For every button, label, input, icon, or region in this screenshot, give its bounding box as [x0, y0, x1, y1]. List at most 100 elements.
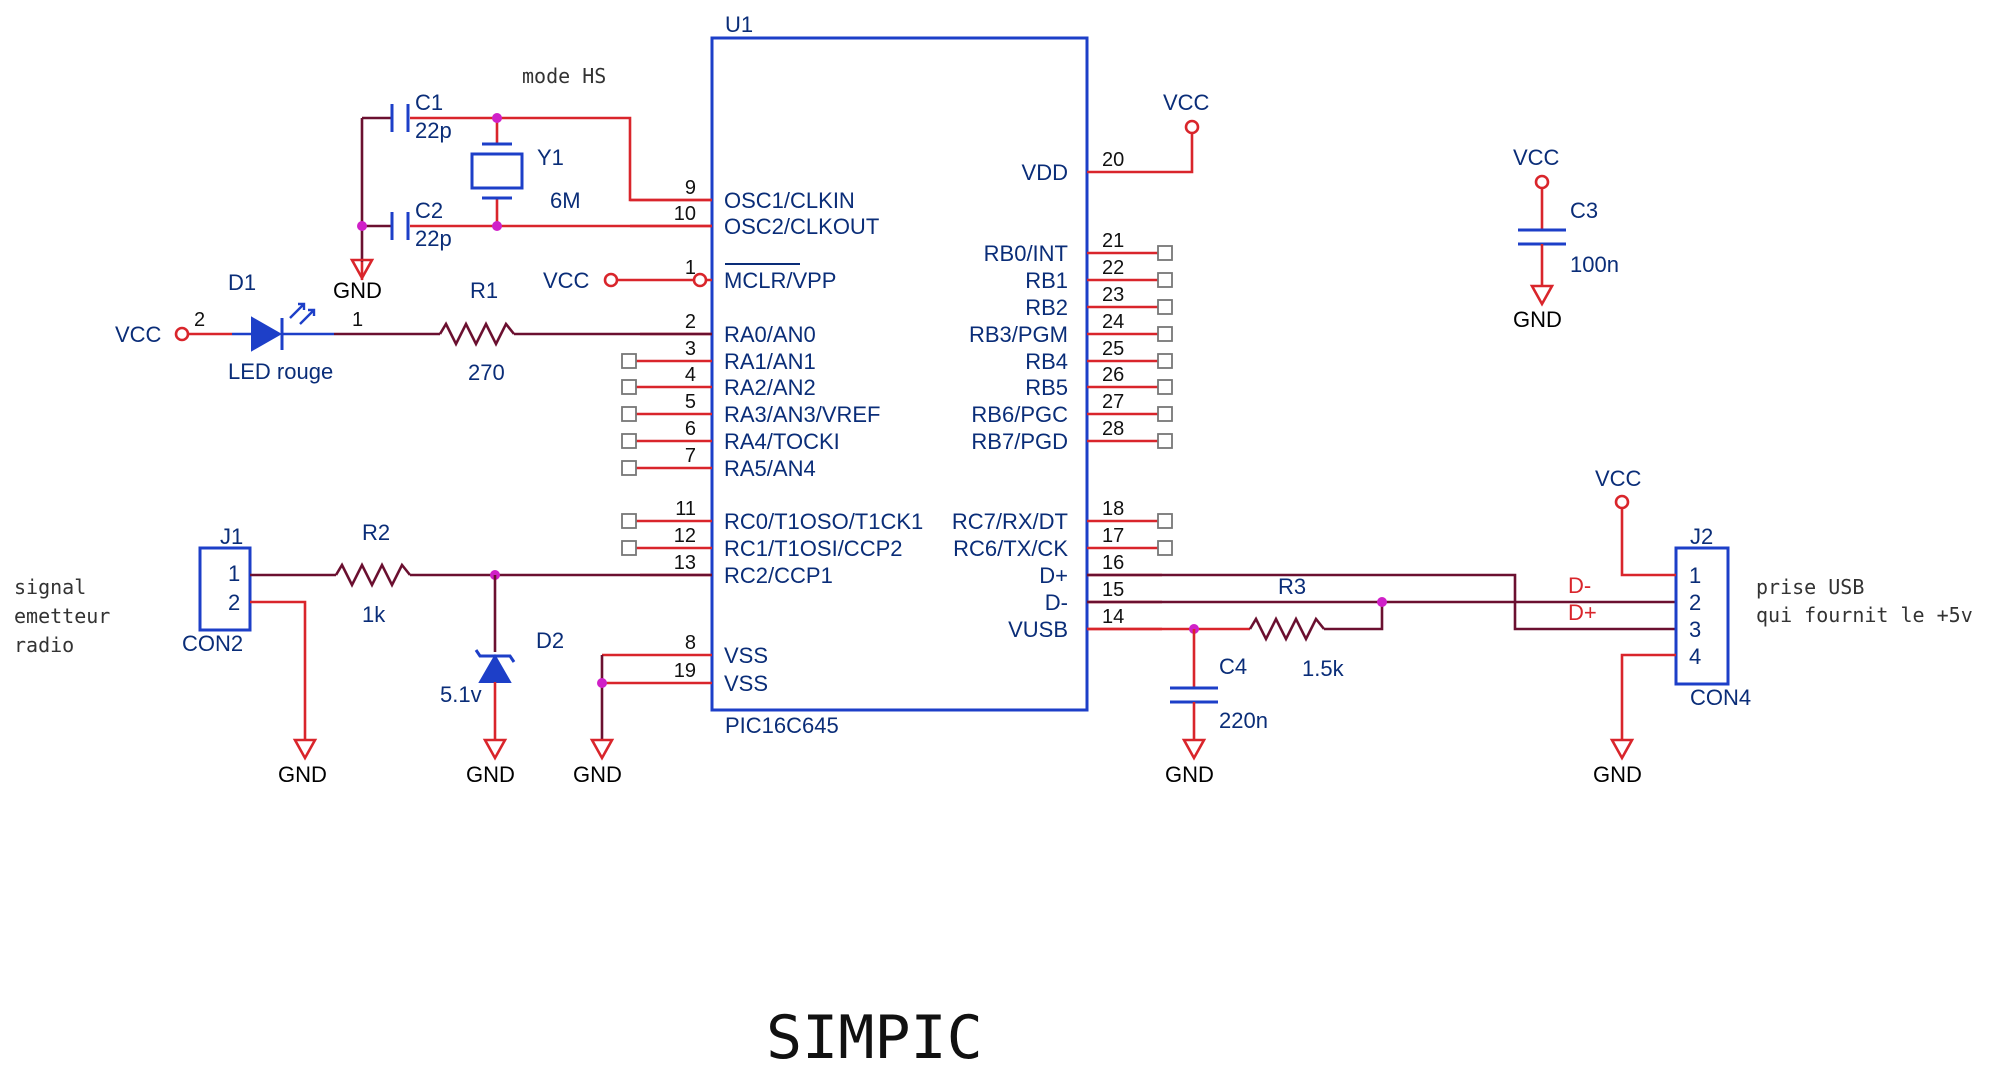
r1-value: 270 [468, 360, 505, 385]
dplus-netlabel: D+ [1568, 600, 1597, 625]
unconnected-pin-marker [621, 379, 637, 395]
vss-section: GND [573, 655, 622, 787]
c4-ref: C4 [1219, 654, 1247, 679]
pin-number: 28 [1102, 418, 1124, 440]
pin-number: 11 [675, 498, 696, 520]
r1-zigzag [438, 321, 516, 347]
j2-pin3: 3 [1689, 617, 1701, 642]
pin-number: 4 [685, 364, 696, 386]
r3-right-wire [1324, 602, 1384, 631]
input-section: signal emetteur radio J1 1 2 CON2 R2 1k … [14, 520, 712, 787]
pin-name: RB1 [1025, 268, 1068, 293]
pin-name: RC0/T1OSO/T1CK1 [724, 509, 923, 534]
pin-name: RB4 [1025, 349, 1068, 374]
d1-ref: D1 [228, 270, 256, 295]
unconnected-pin-marker [1157, 540, 1173, 556]
unconnected-pin-marker [1157, 245, 1173, 261]
j2-type: CON4 [1690, 685, 1751, 710]
c2-ref: C2 [415, 198, 443, 223]
c1-ref: C1 [415, 90, 443, 115]
j1-body [198, 546, 252, 632]
signal-note-line1: signal [14, 575, 86, 599]
j2-ref: J2 [1690, 524, 1713, 549]
usb-note-line2: qui fournit le +5v [1756, 603, 1973, 627]
pin-name: VUSB [1008, 617, 1068, 642]
j2-body [1674, 546, 1730, 686]
mode-note: mode HS [522, 64, 606, 88]
pin-name: OSC1/CLKIN [724, 188, 855, 213]
pin-name: D+ [1039, 563, 1068, 588]
led-section: VCC 2 D1 LED rouge 1 R1 270 [115, 270, 712, 385]
r2-value: 1k [362, 602, 386, 627]
vdd-section: VCC [1162, 90, 1210, 174]
pin-name: RA4/TOCKI [724, 429, 840, 454]
gnd-symbol-j1: GND [278, 738, 327, 787]
pin-number: 26 [1102, 364, 1124, 386]
c1-value: 22p [415, 118, 452, 143]
c4-value: 220n [1219, 708, 1268, 733]
pin-number: 14 [1102, 606, 1124, 628]
vcc-led-label: VCC [115, 322, 162, 347]
j2-pin2: 2 [1689, 590, 1701, 615]
pin-number: 8 [685, 632, 696, 654]
r3-ref: R3 [1278, 574, 1306, 599]
gnd-symbol-d2: GND [466, 738, 515, 787]
gnd-c4-arrow [1181, 738, 1207, 761]
junction-y1-top [492, 113, 502, 123]
pin-number: 6 [685, 418, 696, 440]
gnd-symbol-usb: GND [1593, 738, 1642, 787]
pin-name: VDD [1022, 160, 1068, 185]
gnd-c3-label: GND [1513, 307, 1562, 332]
pin-name: RB7/PGD [971, 429, 1068, 454]
unconnected-pin-marker [1157, 513, 1173, 529]
c2-value: 22p [415, 226, 452, 251]
j2-pin4: 4 [1689, 644, 1701, 669]
j2-pin1: 1 [1689, 563, 1701, 588]
vcc-vdd-label: VCC [1163, 90, 1210, 115]
pin-name: D- [1045, 590, 1068, 615]
pin-name: RA0/AN0 [724, 322, 816, 347]
pin-number: 25 [1102, 338, 1124, 360]
pin-name: RB5 [1025, 375, 1068, 400]
j1-pin2: 2 [228, 590, 240, 615]
vcc-mclr-terminal [603, 272, 619, 288]
vcc-c3-label: VCC [1513, 145, 1560, 170]
y1-ref: Y1 [537, 145, 564, 170]
oscillator-section: mode HS C1 22p C2 22p Y1 6M GND [333, 64, 712, 303]
gnd-usb-label: GND [1593, 762, 1642, 787]
pin-name: RA2/AN2 [724, 375, 816, 400]
junction-vss [597, 678, 607, 688]
r2-zigzag [334, 562, 412, 588]
gnd-j1-arrow [292, 738, 318, 761]
gnd-symbol-c4: GND [1165, 738, 1214, 787]
led-pin-cathode: 1 [352, 309, 363, 331]
pin-name: RC6/TX/CK [953, 536, 1068, 561]
pin-number: 10 [674, 203, 696, 225]
d2-ref: D2 [536, 628, 564, 653]
pin-number: 27 [1102, 391, 1124, 413]
ic-ref-label: U1 [725, 12, 753, 37]
signal-note-line3: radio [14, 633, 74, 657]
signal-note-line2: emetteur [14, 604, 110, 628]
vdd-wire [1162, 133, 1194, 174]
pin-number: 5 [685, 391, 696, 413]
gnd-usb-arrow [1609, 738, 1635, 761]
j1-pin1: 1 [228, 561, 240, 586]
unconnected-pin-marker [621, 513, 637, 529]
usb-note-line1: prise USB [1756, 575, 1864, 599]
pin-number: 7 [685, 445, 696, 467]
